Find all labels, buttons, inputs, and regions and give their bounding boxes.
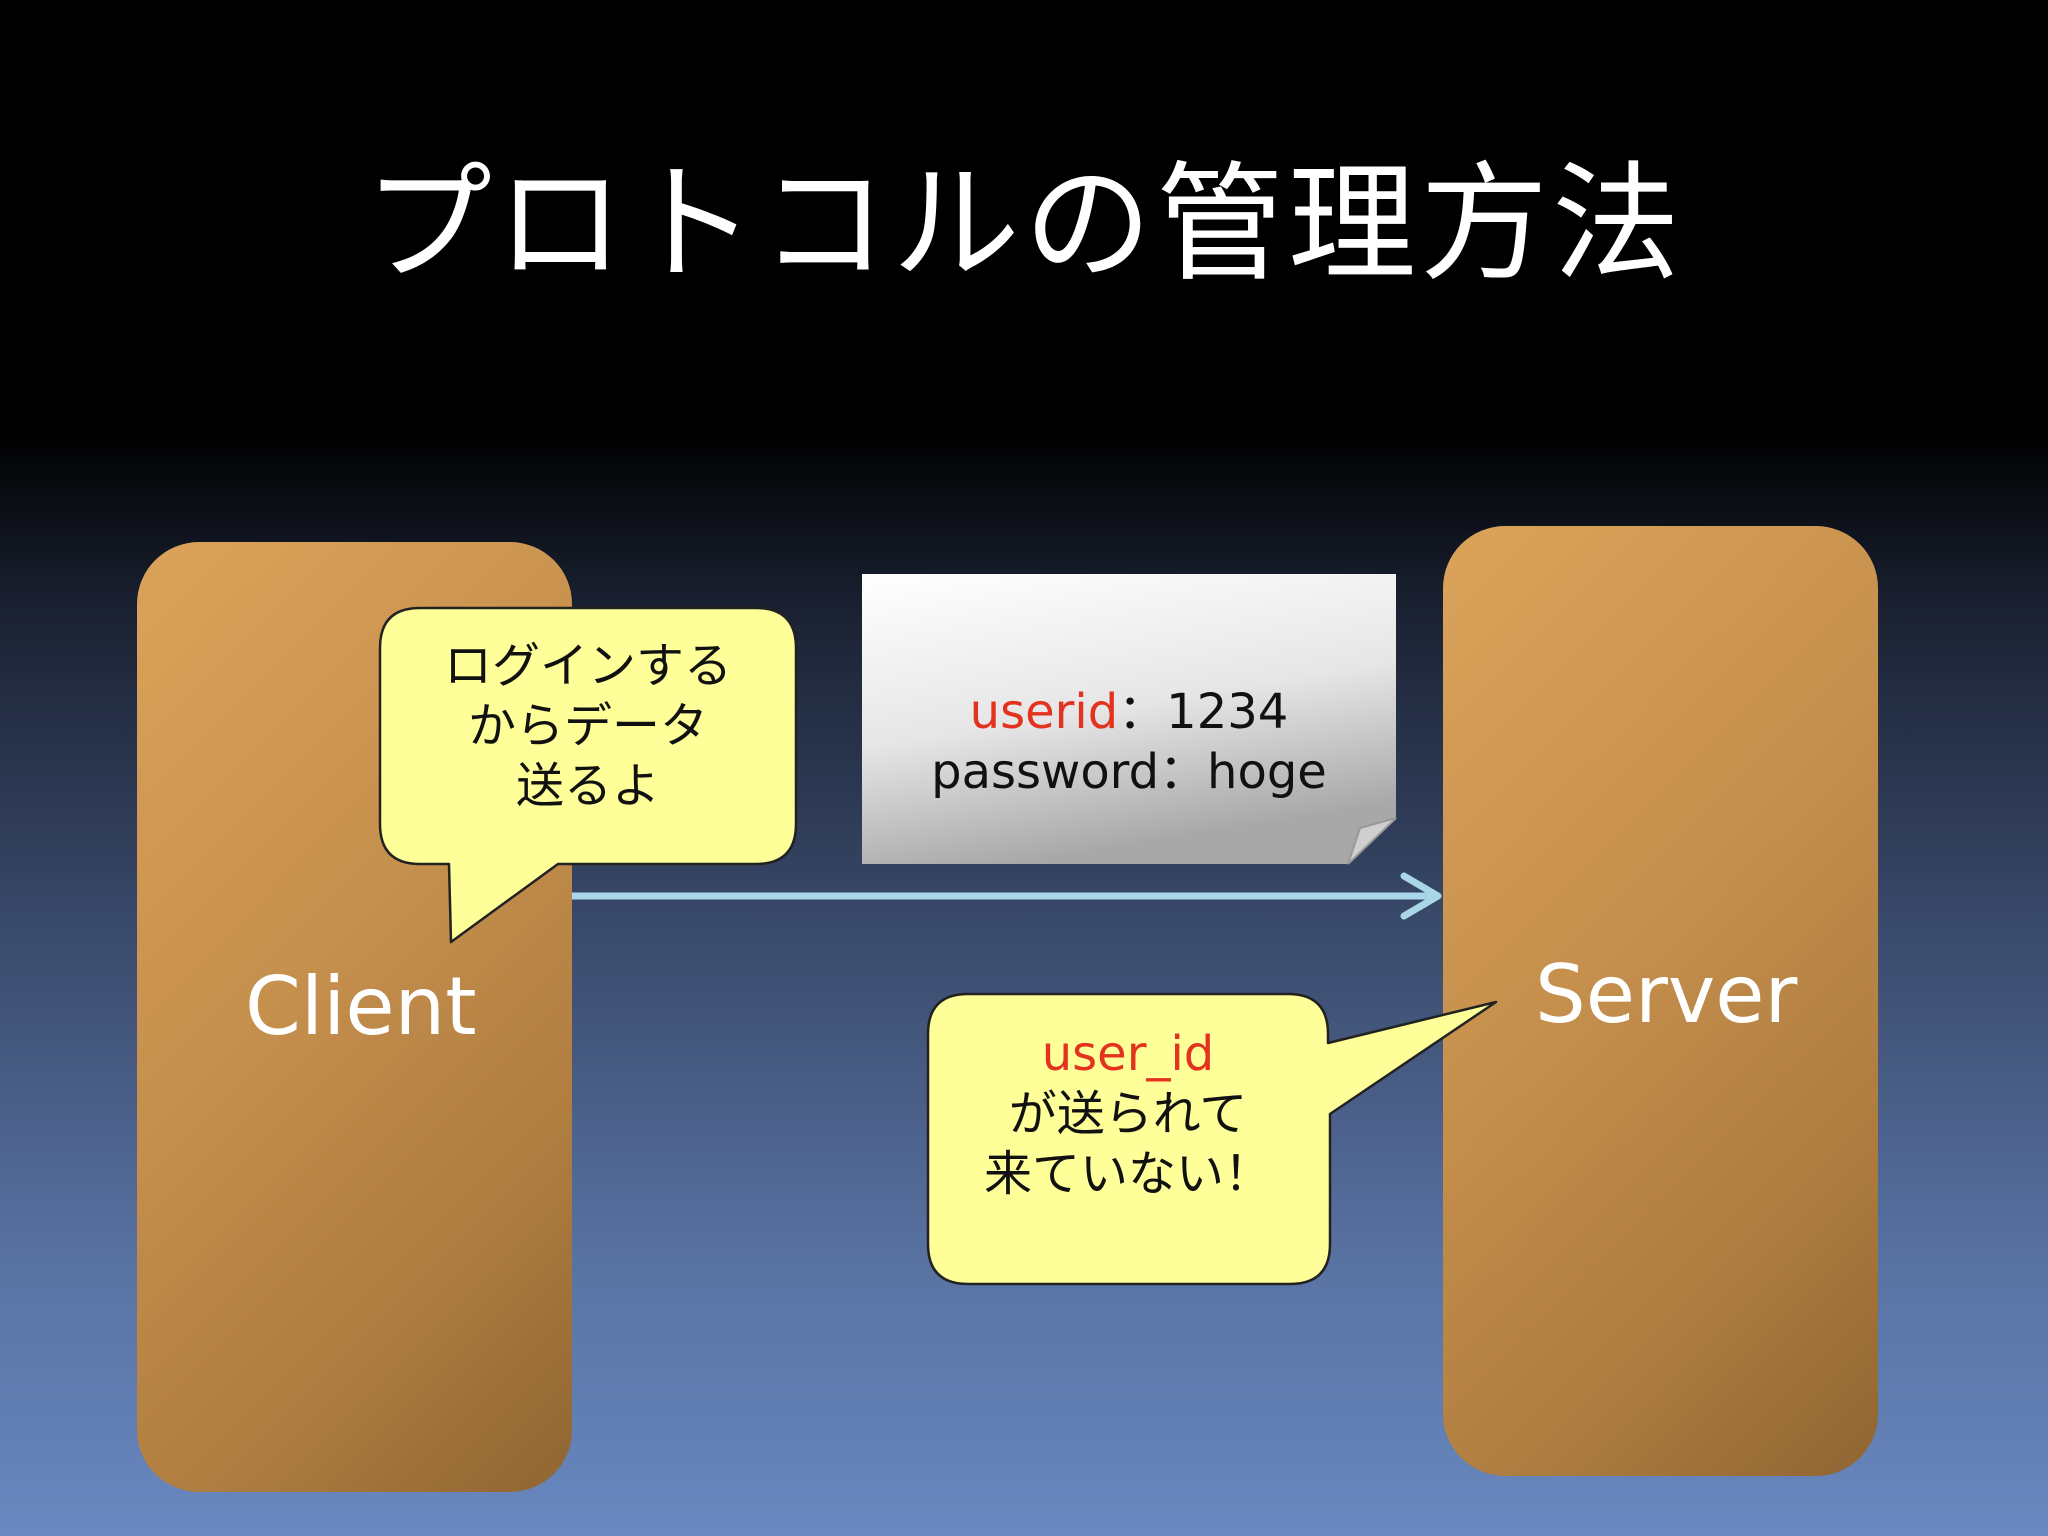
client-bubble-line: からデータ (467, 698, 708, 754)
packet-card (862, 574, 1396, 864)
server-bubble-highlight: user_id (1041, 1026, 1215, 1082)
server-bubble-line: が送られて (1008, 1086, 1248, 1142)
userid-value: 1234 (1166, 684, 1289, 740)
server-bubble-line: 来ていない！ (983, 1146, 1272, 1202)
server-bubble-text: user_id が送られて 来ていない！ (928, 1024, 1328, 1204)
request-arrow-head (1400, 872, 1442, 920)
server-bubble (926, 992, 1498, 1286)
client-bubble-text: ログインする からデータ 送るよ (380, 636, 796, 816)
client-bubble-line: 送るよ (515, 758, 660, 814)
userid-separator: ： (1118, 684, 1167, 740)
server-node (1443, 526, 1878, 1476)
userid-key: userid (969, 684, 1119, 740)
client-bubble-line: ログインする (443, 638, 732, 694)
packet-userid-line: userid：1234 (862, 672, 1396, 742)
server-label: Server (1535, 948, 1798, 1041)
client-bubble (378, 606, 798, 944)
packet-password-line: password：hoge (931, 744, 1327, 800)
client-label: Client (245, 960, 477, 1053)
packet-fold (1347, 817, 1397, 865)
slide-title: プロトコルの管理方法 (363, 150, 1684, 299)
